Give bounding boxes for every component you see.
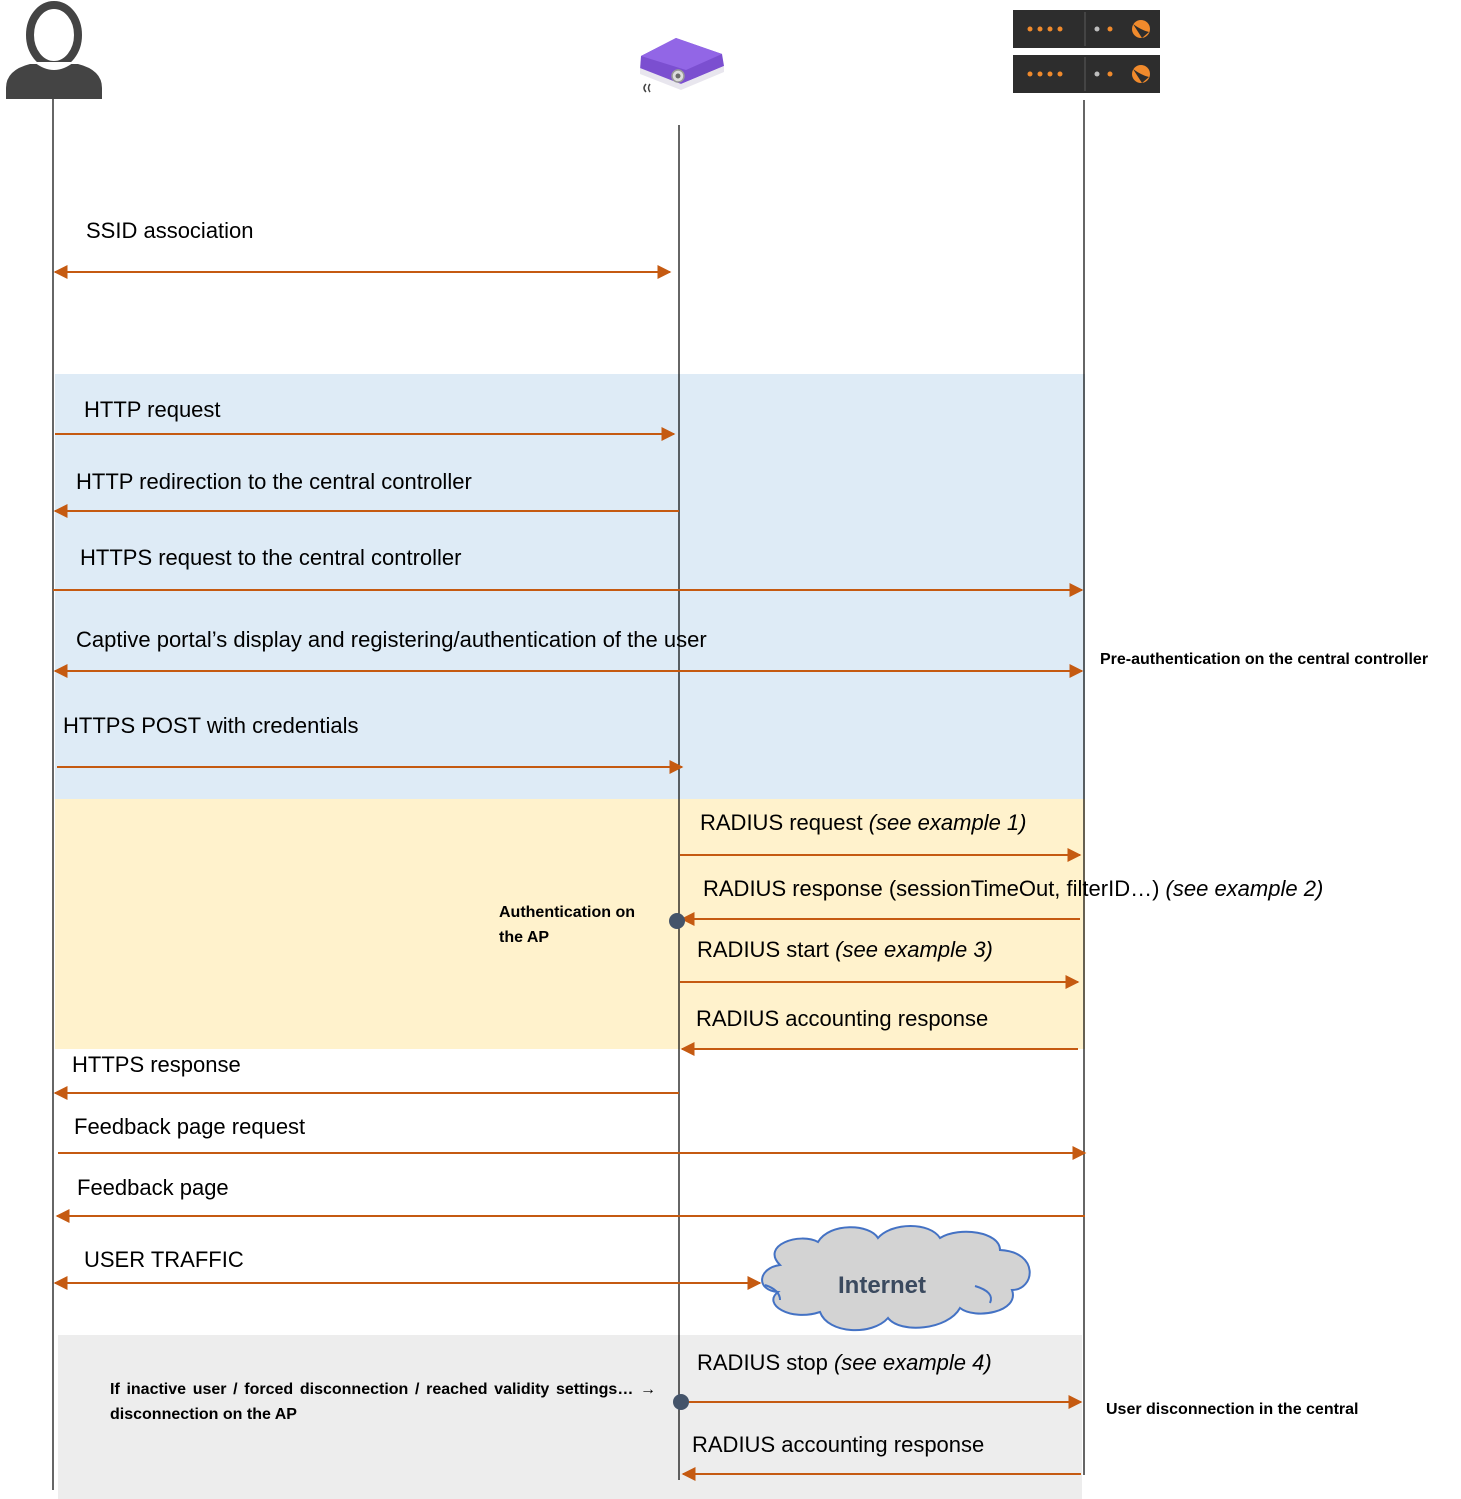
msg-feedback-request: Feedback page request — [74, 1114, 306, 1139]
msg-http-request: HTTP request — [84, 397, 221, 422]
auth-event-dot — [669, 913, 685, 929]
cloud-icon — [761, 1225, 1031, 1331]
msg-https-request: HTTPS request to the central controller — [80, 545, 462, 570]
note-authentication-ap: Authentication on the AP — [499, 904, 635, 946]
note-user-disconnection: User disconnection in the central — [1106, 1401, 1359, 1418]
disconnect-event-dot — [673, 1394, 689, 1410]
msg-user-traffic: USER TRAFFIC — [84, 1247, 244, 1272]
msg-radius-stop: RADIUS stop (see example 4) — [697, 1350, 992, 1375]
access-point-icon — [640, 38, 724, 93]
msg-feedback-page: Feedback page — [77, 1175, 229, 1200]
msg-radius-start: RADIUS start (see example 3) — [697, 937, 993, 962]
user-silhouette-icon — [6, 1, 102, 99]
msg-https-post: HTTPS POST with credentials — [63, 713, 359, 738]
disconnection-band — [58, 1335, 1082, 1499]
msg-radius-accounting-response-2: RADIUS accounting response — [692, 1432, 985, 1457]
internet-label: Internet — [838, 1272, 927, 1299]
server-rack-icon — [1013, 10, 1160, 93]
pre-authentication-band — [55, 374, 1085, 799]
note-pre-authentication: Pre-authentication on the central contro… — [1100, 651, 1429, 668]
msg-captive-portal: Captive portal’s display and registering… — [76, 627, 707, 652]
msg-https-response: HTTPS response — [72, 1052, 241, 1077]
msg-radius-request: RADIUS request (see example 1) — [700, 810, 1027, 835]
msg-radius-accounting-response-1: RADIUS accounting response — [696, 1006, 989, 1031]
msg-ssid-association: SSID association — [86, 218, 254, 243]
msg-radius-response: RADIUS response (sessionTimeOut, filterI… — [703, 876, 1324, 901]
msg-http-redirection: HTTP redirection to the central controll… — [76, 469, 472, 494]
ap-authentication-band — [55, 799, 1085, 1049]
note-inactive-disconnection: If inactive user / forced disconnection … — [110, 1381, 656, 1423]
